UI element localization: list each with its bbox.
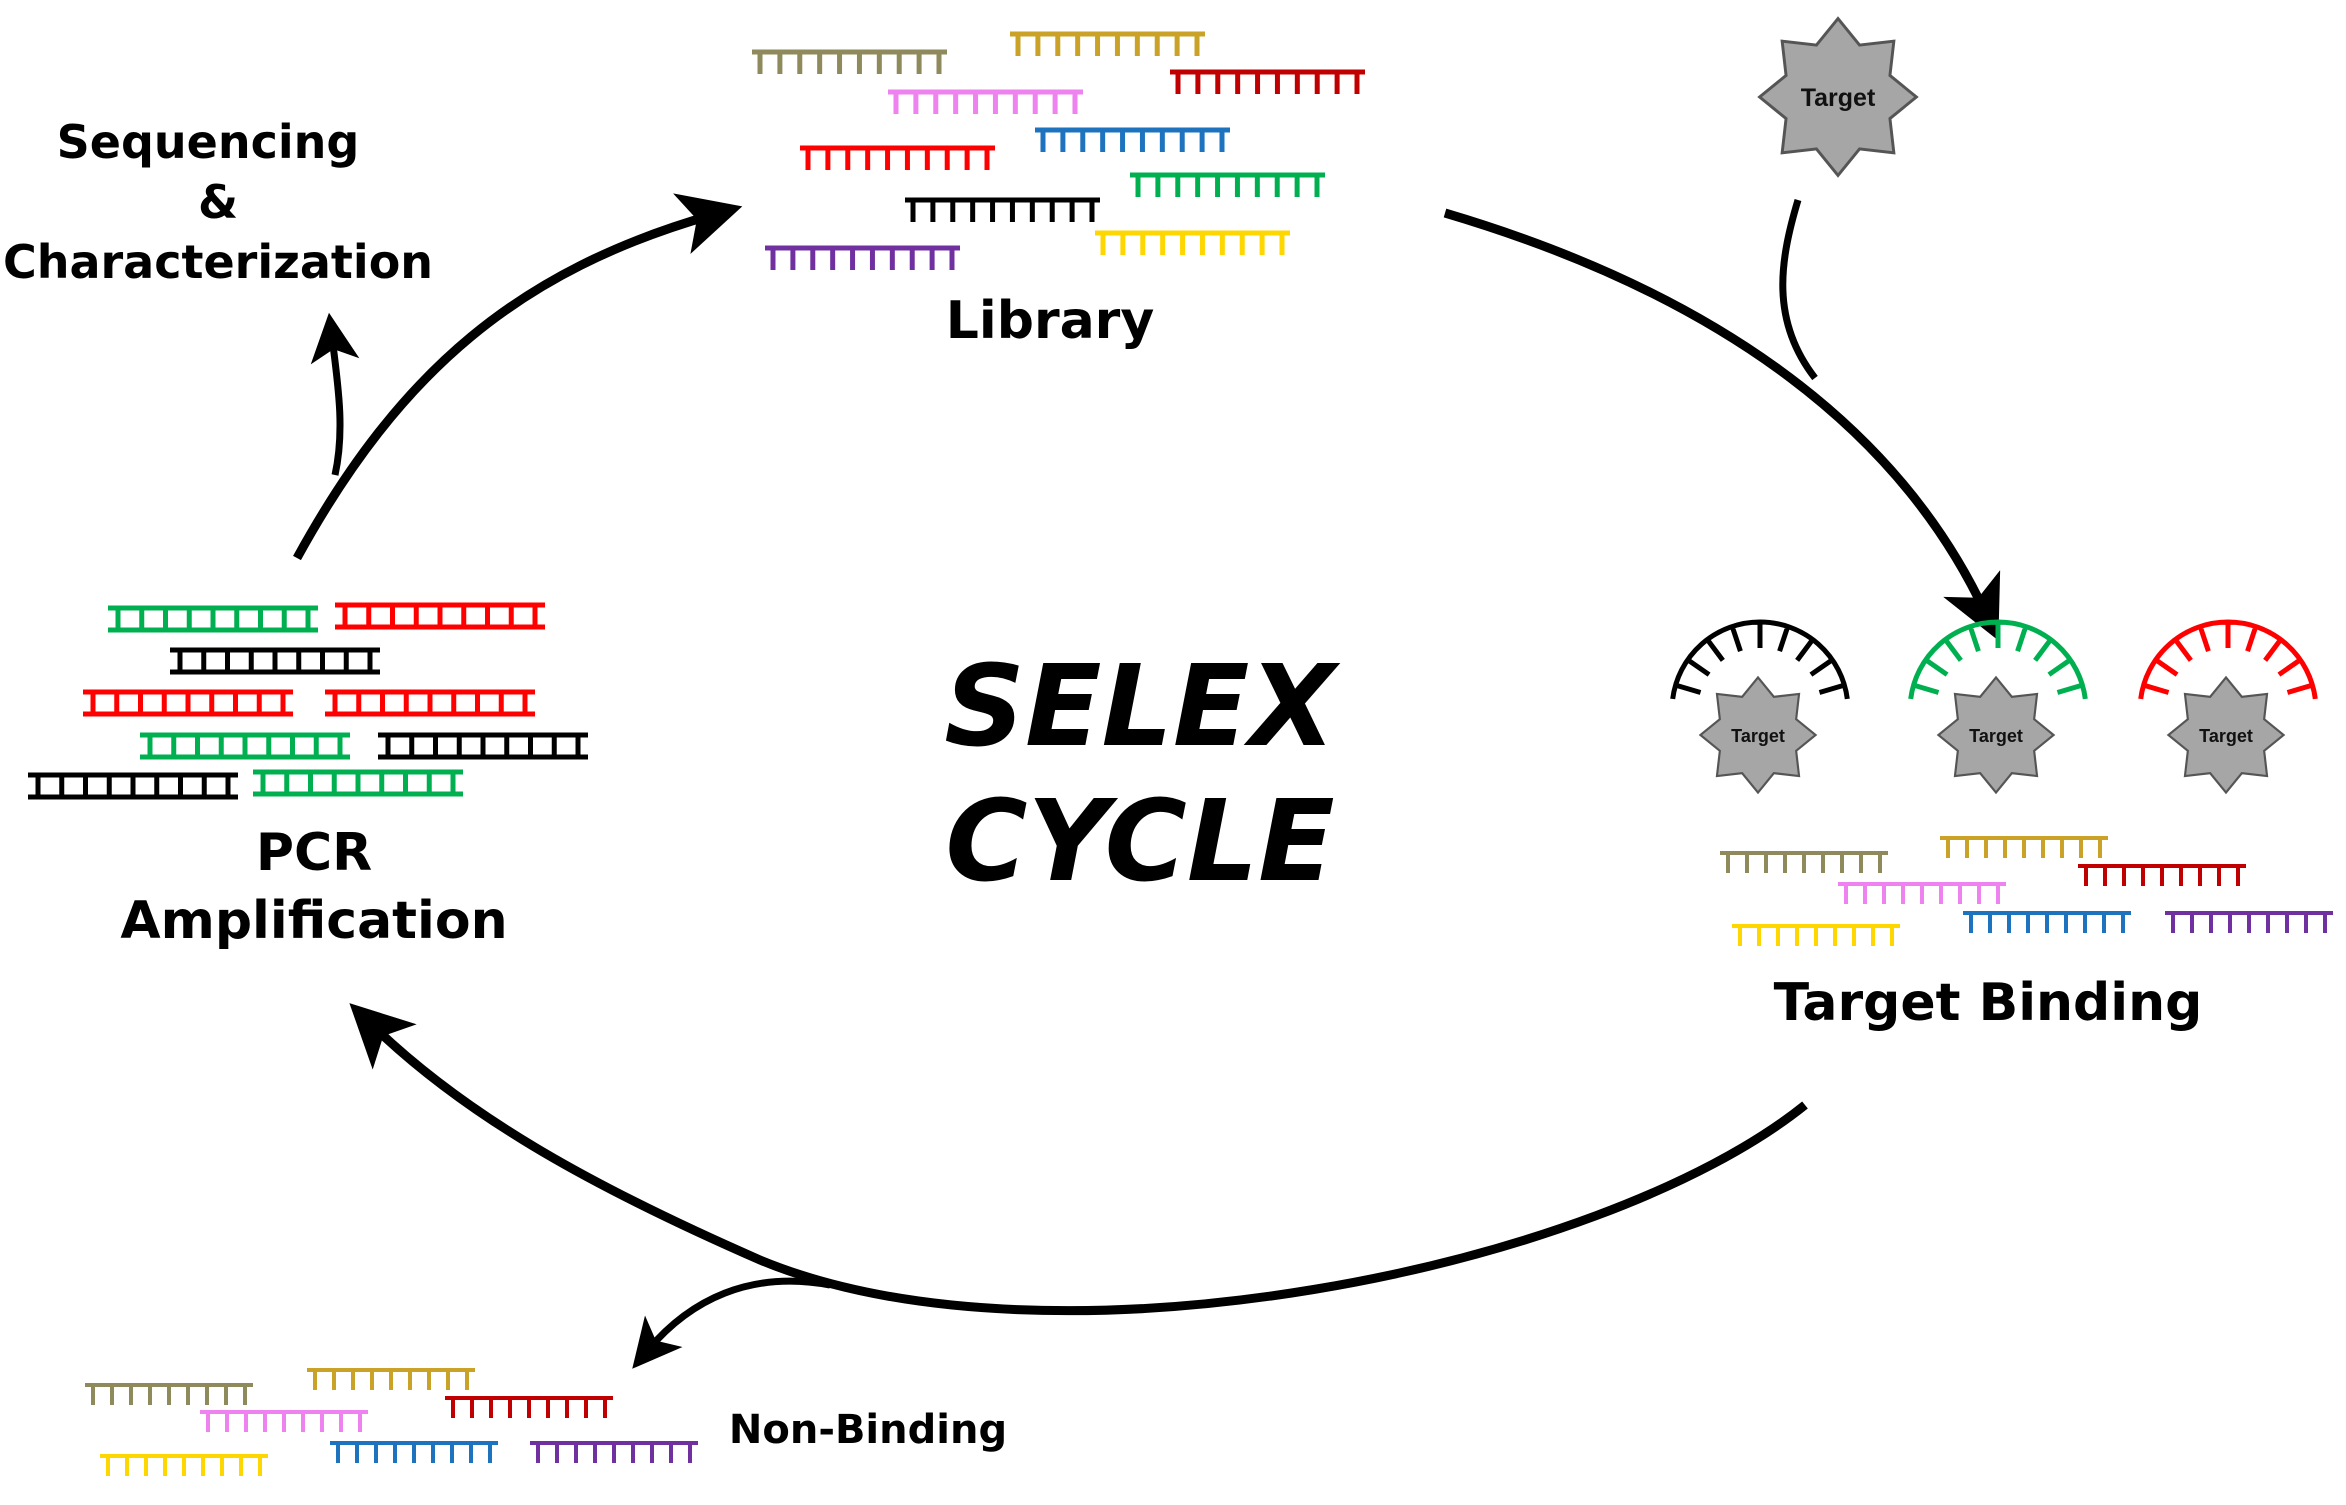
arrow-pcr-to-library — [293, 193, 743, 561]
pcr-double-strands — [28, 602, 588, 800]
binding-strand-6 — [2165, 911, 2333, 933]
non-binding-strand-1 — [85, 1383, 253, 1405]
non-binding-strand-3 — [445, 1396, 613, 1418]
library-strand-6 — [800, 145, 995, 170]
target-binding-strands — [1720, 836, 2333, 946]
arrow-library-to-binding — [1443, 208, 2001, 641]
cycle-title-line1: SELEX — [944, 642, 1340, 772]
library-strand-10 — [765, 245, 960, 270]
binding-strand-3 — [2078, 864, 2246, 886]
aptamer-arc-green — [1908, 619, 2088, 700]
library-strand-7 — [1130, 172, 1325, 197]
non-binding-strand-7 — [100, 1454, 268, 1476]
arrow-to-non-binding — [632, 1277, 831, 1369]
arrow-to-sequencing — [310, 312, 360, 476]
pcr-ladder-1 — [108, 605, 318, 633]
library-strands — [752, 31, 1365, 270]
binding-strand-2 — [1940, 836, 2108, 858]
arrow-target-input — [1779, 198, 1818, 381]
binding-strand-1 — [1720, 851, 1888, 873]
non-binding-strand-6 — [530, 1441, 698, 1463]
bound-target-3: Target — [2138, 619, 2318, 794]
library-strand-1 — [752, 49, 947, 74]
pcr-ladder-7 — [378, 732, 588, 760]
non-binding-strand-5 — [330, 1441, 498, 1463]
aptamer-arc-red — [2138, 619, 2318, 700]
svg-text:Target: Target — [2199, 726, 2253, 746]
binding-strand-7 — [1732, 924, 1900, 946]
binding-strand-5 — [1963, 911, 2131, 933]
non-binding-strand-2 — [307, 1368, 475, 1390]
library-strand-8 — [905, 197, 1100, 222]
library-strand-4 — [888, 89, 1083, 114]
bound-target-1: Target — [1670, 619, 1850, 794]
label-library: Library — [946, 291, 1154, 351]
library-strand-3 — [1170, 69, 1365, 94]
binding-strand-4 — [1838, 882, 2006, 904]
label-non-binding: Non-Binding — [729, 1407, 1007, 1453]
cycle-title-line2: CYCLE — [945, 777, 1334, 907]
svg-text:Target: Target — [1731, 726, 1785, 746]
pcr-ladder-5 — [325, 689, 535, 717]
library-strand-2 — [1010, 31, 1205, 56]
label-sequencing-line1: Sequencing — [57, 115, 360, 169]
target-label-input: Target — [1801, 84, 1876, 112]
non-binding-strand-4 — [200, 1410, 368, 1432]
pcr-ladder-4 — [83, 689, 293, 717]
library-strand-5 — [1035, 127, 1230, 152]
label-sequencing-line3: Characterization — [3, 235, 433, 289]
label-target-binding: Target Binding — [1774, 973, 2203, 1033]
pcr-ladder-8 — [28, 772, 238, 800]
label-pcr-line1: PCR — [256, 823, 372, 883]
arrow-binding-to-pcr — [349, 1003, 1808, 1316]
aptamer-arc-black — [1670, 619, 1850, 700]
non-binding-strands — [85, 1368, 698, 1476]
library-strand-9 — [1095, 230, 1290, 255]
svg-text:Target: Target — [1969, 726, 2023, 746]
pcr-ladder-3 — [170, 647, 380, 675]
pcr-ladder-9 — [253, 769, 463, 797]
bound-target-2: Target — [1908, 619, 2088, 794]
pcr-ladder-2 — [335, 602, 545, 630]
label-pcr-line2: Amplification — [120, 891, 507, 951]
label-sequencing-line2: & — [198, 175, 238, 229]
pcr-ladder-6 — [140, 732, 350, 760]
